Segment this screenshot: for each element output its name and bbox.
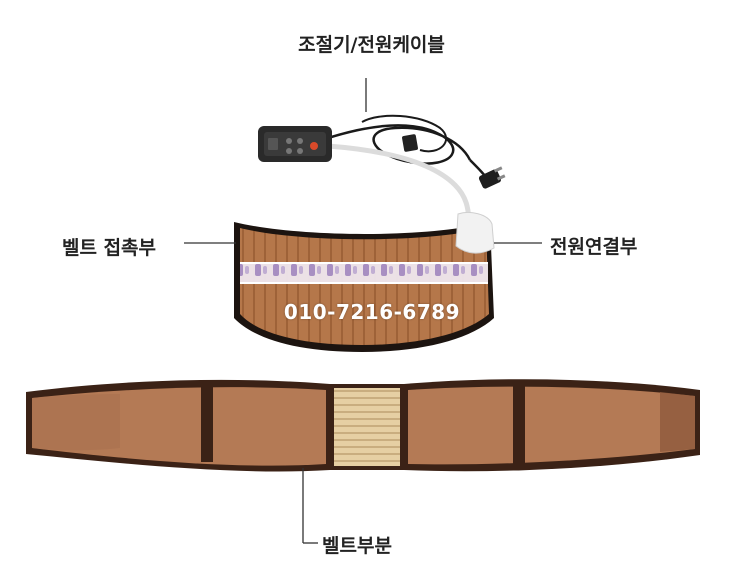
controller-cable — [325, 78, 492, 231]
leader-lines — [184, 242, 542, 544]
belt — [26, 379, 700, 472]
power-connector-label: 전원연결부 — [550, 236, 638, 258]
power-connector — [455, 211, 495, 254]
belt-contact-label: 벨트 접촉부 — [62, 237, 157, 259]
controller-cable-label: 조절기/전원케이블 — [298, 34, 445, 56]
phone-number-overlay: 010-7216-6789 — [283, 300, 461, 324]
remote-controller-icon — [258, 126, 332, 162]
heating-pad — [234, 222, 494, 352]
belt-part-label: 벨트부분 — [322, 535, 392, 557]
power-plug-icon — [478, 166, 506, 189]
